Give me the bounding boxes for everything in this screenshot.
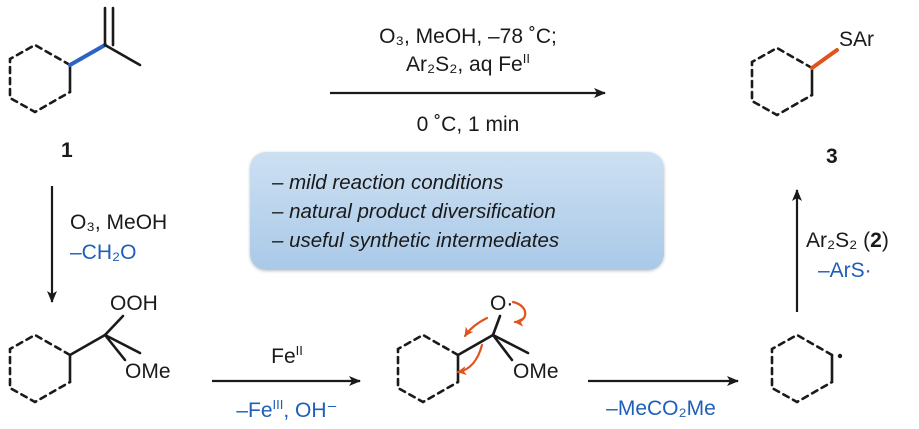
ome-group-hydroperoxide: OMe — [125, 360, 171, 383]
bottom-step1-byproduct: –FeIII, OH⁻ — [236, 397, 338, 422]
right-step-byproduct: –ArS· — [818, 259, 872, 282]
features-box: – mild reaction conditions – natural pro… — [250, 152, 664, 270]
top-conditions-line2: Ar₂S₂, aq FeII — [330, 52, 606, 75]
top-conditions-line1: O₃, MeOH, –78 ˚C; — [379, 25, 557, 48]
right-step-reagent: Ar₂S₂ (2) — [806, 229, 889, 252]
oxyl-radical-label: O· — [490, 292, 514, 315]
compound-3-structure — [750, 46, 839, 117]
left-step-reagents: O₃, MeOH — [70, 211, 168, 234]
fe-oxidation-state: II — [522, 51, 530, 66]
compound-3-label: 3 — [826, 145, 838, 168]
fishhook-arrows — [456, 300, 527, 376]
alkoxy-radical-structure — [396, 314, 530, 404]
hydroperoxide-structure — [8, 314, 142, 404]
compound-1-label: 1 — [61, 139, 73, 162]
top-conditions-reagent: Ar₂S₂, aq Fe — [406, 53, 523, 76]
left-step-byproduct: –CH₂O — [70, 241, 137, 264]
compound-1-structure — [8, 6, 142, 114]
top-conditions-below: 0 ˚C, 1 min — [416, 113, 520, 136]
ooh-group: OOH — [110, 292, 158, 315]
bottom-step2-byproduct: –MeCO₂Me — [606, 397, 716, 420]
sar-substituent: SAr — [839, 28, 875, 51]
bottom-step1-reagent: FeII — [271, 343, 303, 368]
ome-group-alkoxy: OMe — [513, 360, 559, 383]
feature-item-2: – natural product diversification — [272, 200, 556, 223]
feature-item-3: – useful synthetic intermediates — [272, 229, 560, 252]
cyclohexyl-radical-structure — [770, 333, 843, 404]
feature-item-1: – mild reaction conditions — [272, 171, 504, 194]
